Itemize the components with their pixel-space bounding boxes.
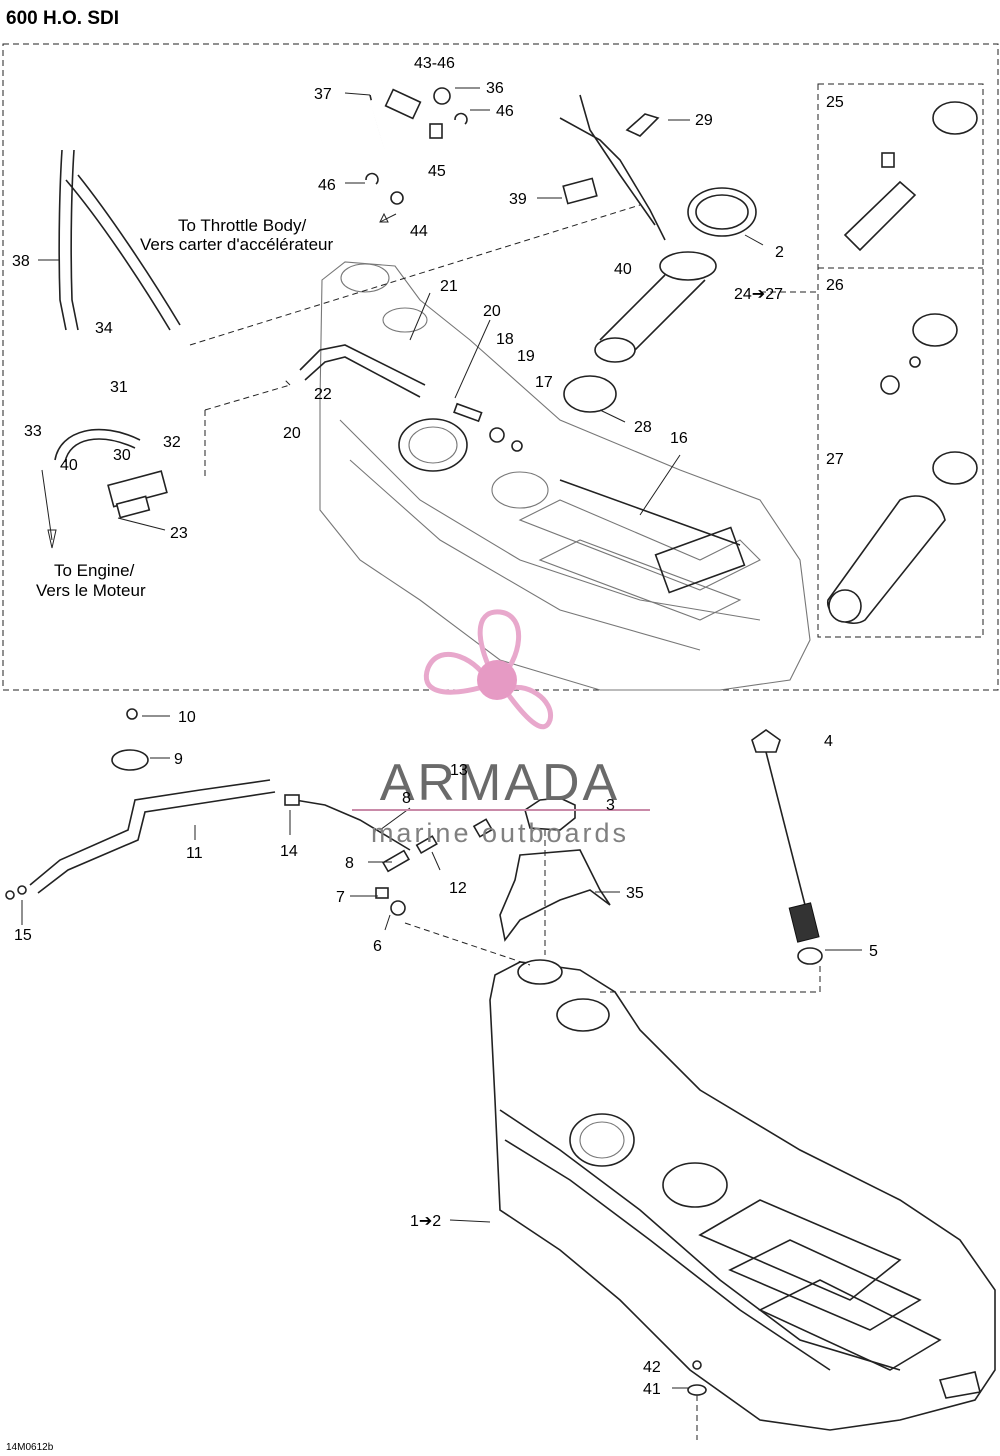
heat-shield-35 <box>499 849 611 942</box>
callout-32: 32 <box>163 434 181 451</box>
callout-46a: 46 <box>496 103 514 120</box>
clip-44 <box>390 191 404 205</box>
callout-30: 30 <box>113 447 131 464</box>
fitting-18-19-17 <box>453 402 523 452</box>
callout-labels: 37 43-46 36 46 45 46 44 29 39 2 40 24➔27… <box>12 55 878 1398</box>
upper-tank-ghost <box>319 261 811 691</box>
watermark-tagline: marine outboards <box>371 818 629 848</box>
inset-27-parts <box>827 451 978 625</box>
callout-27: 27 <box>826 451 844 468</box>
note-engine-fr: Vers le Moteur <box>36 581 146 600</box>
callout-40b: 40 <box>60 457 78 474</box>
callout-23: 23 <box>170 525 188 542</box>
propeller-logo <box>423 609 553 730</box>
pad-39 <box>562 177 598 205</box>
hose-37 <box>369 88 422 196</box>
callout-41: 41 <box>643 1381 661 1398</box>
small-parts-lower <box>5 708 707 1396</box>
callout-22: 22 <box>314 386 332 403</box>
armada-watermark: ARMADA marine outboards <box>352 609 650 848</box>
gasket-28 <box>563 375 617 413</box>
callout-20a: 20 <box>483 303 501 320</box>
callout-8a: 8 <box>402 790 411 807</box>
propeller-hub <box>477 660 517 700</box>
callout-31: 31 <box>110 379 128 396</box>
callout-18: 18 <box>496 331 514 348</box>
note-engine-en: To Engine/ <box>54 561 135 580</box>
inset-frame <box>817 83 984 638</box>
vent-hose-38 <box>58 149 181 331</box>
callout-44: 44 <box>410 223 428 240</box>
grommet-5 <box>797 947 823 965</box>
callout-10: 10 <box>178 709 196 726</box>
callout-17: 17 <box>535 374 553 391</box>
cap-3 <box>524 797 576 831</box>
callout-7: 7 <box>336 889 345 906</box>
clamp-46b <box>365 172 379 185</box>
callout-34: 34 <box>95 320 113 337</box>
callout-36: 36 <box>486 80 504 97</box>
callout-46b: 46 <box>318 177 336 194</box>
callout-39: 39 <box>509 191 527 208</box>
callout-11: 11 <box>186 845 203 862</box>
lower-leaders <box>21 715 862 1440</box>
callout-2: 2 <box>775 244 784 261</box>
valve-assembly-23 <box>54 428 168 519</box>
fuel-pump-24 <box>594 251 717 363</box>
callout-24-27: 24➔27 <box>734 286 783 303</box>
upper-leaders <box>38 87 818 549</box>
inset-26-parts <box>880 313 958 395</box>
note-throttle-fr: Vers carter d'accélérateur <box>140 235 334 254</box>
callout-8b: 8 <box>345 855 354 872</box>
callout-15: 15 <box>14 927 32 944</box>
callout-43-46: 43-46 <box>414 55 455 72</box>
callout-38: 38 <box>12 253 30 270</box>
callout-3: 3 <box>606 797 615 814</box>
callout-20b: 20 <box>283 425 301 442</box>
callout-45: 45 <box>428 163 446 180</box>
callout-6: 6 <box>373 938 382 955</box>
callout-21: 21 <box>440 278 458 295</box>
callout-42: 42 <box>643 1359 661 1376</box>
callout-19: 19 <box>517 348 535 365</box>
callout-40a: 40 <box>614 261 632 278</box>
hose-21-22 <box>299 344 426 398</box>
callout-35: 35 <box>626 885 644 902</box>
clamp-36 <box>433 87 451 105</box>
callout-37: 37 <box>314 86 332 103</box>
fuel-line-11 <box>29 779 411 894</box>
note-throttle-en: To Throttle Body/ <box>178 216 306 235</box>
callout-5: 5 <box>869 943 878 960</box>
callout-28: 28 <box>634 419 652 436</box>
callout-9: 9 <box>174 751 183 768</box>
callout-12: 12 <box>449 880 467 897</box>
fuel-line-top <box>559 94 666 241</box>
callout-4: 4 <box>824 733 833 750</box>
fuel-tank-main <box>489 959 996 1431</box>
callout-25: 25 <box>826 94 844 111</box>
callout-14: 14 <box>280 843 298 860</box>
inset-25-parts <box>843 101 978 252</box>
clamp-46a <box>454 112 468 125</box>
callout-29: 29 <box>695 112 713 129</box>
footer-code: 14M0612b <box>6 1442 54 1453</box>
fuel-sensor-4 <box>751 729 820 943</box>
callout-1-2: 1➔2 <box>410 1213 441 1230</box>
callout-33: 33 <box>24 423 42 440</box>
callout-13: 13 <box>450 762 468 779</box>
clip-29 <box>625 113 660 137</box>
lock-ring-2 <box>687 187 757 237</box>
callout-16: 16 <box>670 430 688 447</box>
callout-26: 26 <box>826 277 844 294</box>
watermark-brand: ARMADA <box>380 754 620 812</box>
diagram-title: 600 H.O. SDI <box>6 8 119 29</box>
fitting-45 <box>429 123 443 139</box>
